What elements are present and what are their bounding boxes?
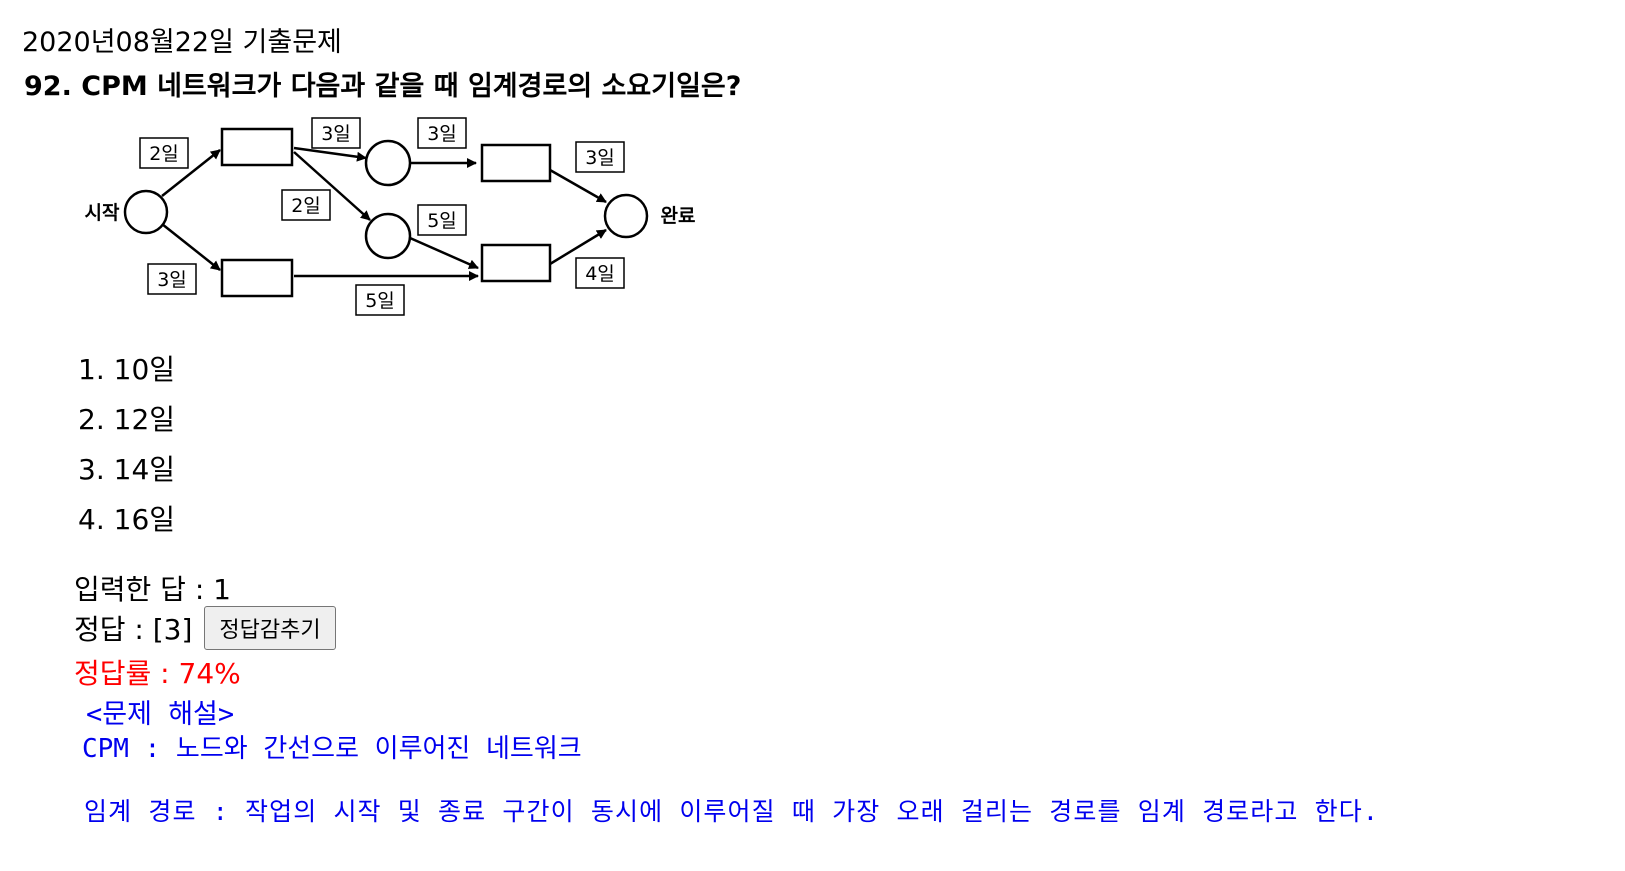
activity-box-e [480, 243, 552, 283]
exam-title: 2020년08월22일 기출문제 [22, 27, 342, 58]
question-number: 92. [24, 71, 72, 102]
correct-answer: 정답 : [3] [74, 613, 193, 646]
activity-box-a [220, 127, 294, 167]
choice-item[interactable]: 4. 16일 [78, 502, 175, 552]
choice-text: 12일 [113, 403, 176, 436]
choice-item[interactable]: 3. 14일 [78, 452, 175, 502]
activity-box-d [480, 143, 552, 183]
edge-start-b [161, 223, 221, 271]
edge-label: 4일 [585, 263, 615, 285]
edge-a-c2 [293, 151, 371, 221]
edge-e-end [549, 228, 607, 266]
edge-label: 2일 [291, 195, 321, 217]
choice-text: 10일 [113, 353, 176, 386]
edge-label: 3일 [427, 123, 457, 145]
correct-rate: 정답률 : 74% [74, 657, 241, 690]
edge-label: 3일 [157, 269, 187, 291]
edge-label: 3일 [585, 147, 615, 169]
choice-number: 4. [78, 503, 105, 536]
edge-a-c1 [293, 146, 367, 162]
question-text: 92. CPM 네트워크가 다음과 같을 때 임계경로의 소요기일은? [24, 64, 741, 103]
start-label: 시작 [85, 202, 120, 224]
cpm-network-diagram: 시작 완료 2일 3일 3일 2일 3일 3일 5일 4일 5일 [85, 117, 696, 316]
choice-item[interactable]: 2. 12일 [78, 402, 175, 452]
choice-text: 16일 [113, 503, 176, 536]
edge-label: 3일 [321, 123, 351, 145]
explanation-header: <문제 해설> [86, 699, 235, 730]
choice-text: 14일 [113, 453, 176, 486]
explanation-critical-path: 임계 경로 : 작업의 시작 및 종료 구간이 동시에 이루어질 때 가장 오래… [84, 797, 1379, 826]
activity-box-b [220, 258, 294, 298]
event-node-c1 [364, 139, 412, 187]
choice-number: 1. [78, 353, 105, 386]
edge-label: 5일 [365, 290, 395, 312]
start-node [123, 189, 169, 235]
choice-number: 2. [78, 403, 105, 436]
edge-label: 5일 [427, 210, 457, 232]
choice-list: 1. 10일 2. 12일 3. 14일 4. 16일 [78, 352, 175, 552]
event-node-c2 [364, 212, 412, 260]
choice-number: 3. [78, 453, 105, 486]
edge-label: 2일 [149, 143, 179, 165]
question-body: CPM 네트워크가 다음과 같을 때 임계경로의 소요기일은? [81, 71, 742, 102]
entered-answer: 입력한 답 : 1 [74, 573, 231, 606]
correct-answer-row: 정답 : [3] 정답감추기 [74, 606, 336, 650]
edge-start-a [161, 149, 221, 197]
explanation-cpm: CPM : 노드와 간선으로 이루어진 네트워크 [82, 734, 582, 764]
edge-c2-e [409, 236, 479, 270]
end-label: 완료 [661, 205, 696, 227]
edge-d-end [549, 168, 607, 204]
choice-item[interactable]: 1. 10일 [78, 352, 175, 402]
hide-answer-button[interactable]: 정답감추기 [204, 606, 336, 650]
end-node [603, 193, 649, 239]
